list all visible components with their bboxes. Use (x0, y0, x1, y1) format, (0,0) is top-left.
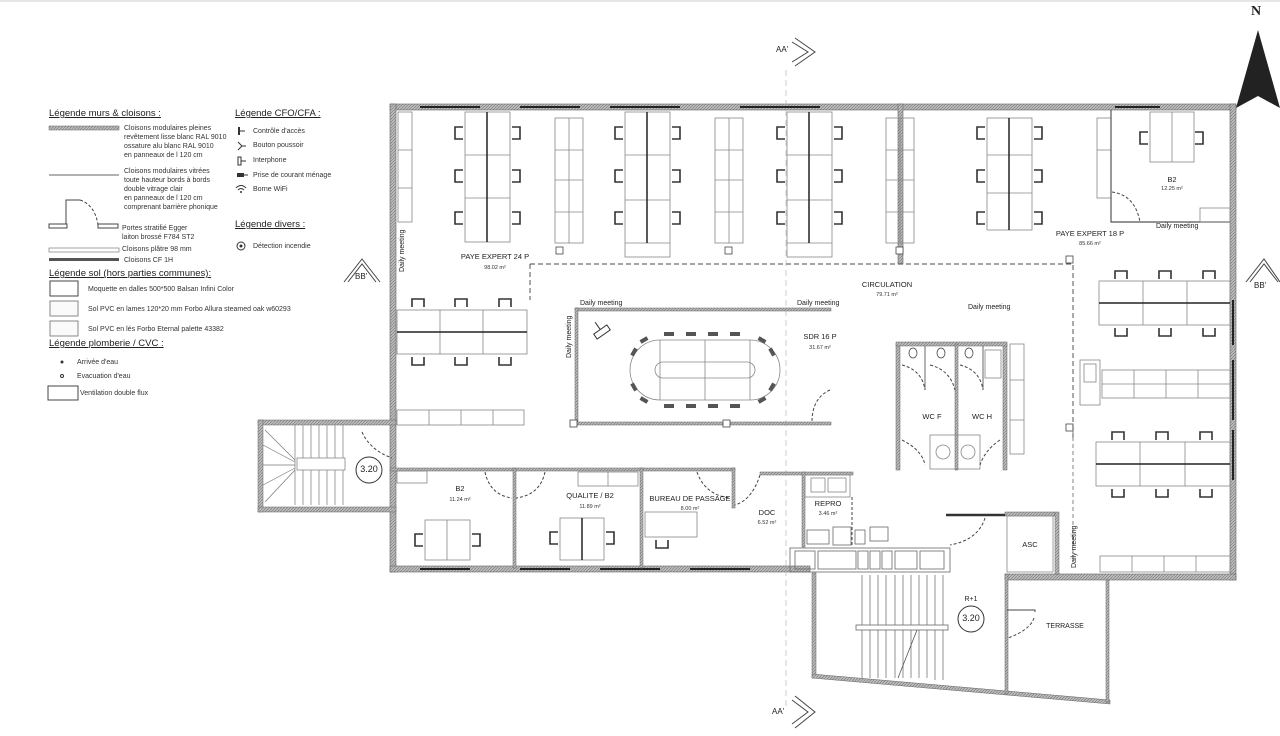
daily-meeting-sdr-top-left: Daily meeting (580, 300, 623, 307)
room-wc-h-name: WC H (972, 412, 992, 421)
legend-access-control: Contrôle d'accès (253, 128, 305, 135)
daily-meeting-wc: Daily meeting (968, 304, 1011, 311)
legend-wifi: Borne WiFi (253, 186, 288, 193)
room-wc-f-name: WC F (922, 412, 942, 421)
stair-main-height: 3.20 (962, 613, 980, 623)
level-marker-west (355, 456, 383, 484)
north-label: N (1251, 4, 1262, 19)
room-b2-sw-name: B2 (455, 484, 465, 493)
room-b2-ne-name: B2 (1167, 175, 1177, 184)
legend-cleaning-outlet: Prise de courant ménage (253, 172, 332, 179)
daily-meeting-b2: Daily meeting (1156, 223, 1199, 230)
legend-cfo-title: Légende CFO/CFA : (235, 108, 321, 119)
room-doc-area: 6.52 m² (757, 520, 777, 526)
room-paye-expert-18-area: 85.66 m² (1079, 241, 1101, 247)
legend-walls-title: Légende murs & cloisons : (49, 108, 161, 119)
room-paye-expert-18-name: PAYE EXPERT 18 P (1055, 229, 1125, 238)
room-bureau-passage-area: 8.00 m² (680, 506, 700, 512)
room-asc-name: ASC (1022, 540, 1038, 549)
legend-swatches (47, 125, 248, 401)
room-terrasse-name: TERRASSE (1046, 623, 1084, 630)
room-circulation-area: 79.71 m² (876, 292, 898, 298)
room-bureau-passage-name: BUREAU DE PASSAGE (649, 494, 731, 503)
room-paye-expert-24-area: 98.02 m² (484, 265, 506, 271)
legend-push-button: Bouton poussoir (253, 142, 304, 149)
room-qualite-area: 11.89 m² (579, 504, 601, 510)
room-qualite-name: QUALITE / B2 (566, 491, 614, 500)
legend-fire-detection: Détection incendie (253, 243, 311, 250)
legend-pvc-sheet: Sol PVC en lés Forbo Eternal palette 433… (88, 326, 224, 333)
room-circulation-name: CIRCULATION (861, 280, 913, 289)
section-aa-bottom: AA' (772, 707, 785, 716)
stair-west-height: 3.20 (360, 464, 378, 474)
north-arrow-icon (1236, 30, 1280, 108)
room-b2-sw-area: 11.24 m² (449, 497, 471, 503)
legend-water-drain: Evacuation d'eau (77, 373, 131, 380)
daily-meeting-west: Daily meeting (399, 229, 406, 272)
room-sdr-name: SDR 16 P (803, 332, 837, 341)
room-repro-area: 3.46 m² (818, 511, 838, 517)
legend-fire-partition: Cloisons CF 1H (124, 257, 174, 264)
room-sdr-area: 31.67 m² (809, 345, 831, 351)
daily-meeting-sdr-left: Daily meeting (566, 315, 573, 358)
section-bb-right: BB' (1254, 281, 1267, 290)
room-paye-expert-24-name: PAYE EXPERT 24 P (460, 252, 530, 261)
legend-ventilation: Ventilation double flux (80, 390, 149, 397)
legend-plaster: Cloisons plâtre 98 mm (122, 246, 192, 253)
stair-level-label: R+1 (964, 596, 978, 603)
legend-misc-title: Légende divers : (235, 219, 306, 230)
legend-intercom: Interphone (253, 157, 287, 164)
legend-plumbing-title: Légende plomberie / CVC : (49, 338, 164, 349)
legend-pvc-plank: Sol PVC en lames 120*20 mm Forbo Allura … (88, 306, 291, 313)
section-aa-top: AA' (776, 45, 789, 54)
daily-meeting-asc: Daily meeting (1071, 525, 1078, 568)
room-doc-name: DOC (758, 508, 776, 517)
section-bb-left: BB' (355, 272, 368, 281)
daily-meeting-sdr-top-right: Daily meeting (797, 300, 840, 307)
level-marker-main (957, 605, 985, 633)
legend-water-inlet: Arrivée d'eau (77, 359, 119, 366)
legend-floor-title: Légende sol (hors parties communes): (49, 268, 212, 279)
legend-carpet: Moquette en dalles 500*500 Balsan Infini… (88, 286, 234, 293)
exterior-walls (389, 103, 1237, 581)
room-repro-name: REPRO (814, 499, 842, 508)
room-b2-ne-area: 12.25 m² (1161, 186, 1183, 192)
